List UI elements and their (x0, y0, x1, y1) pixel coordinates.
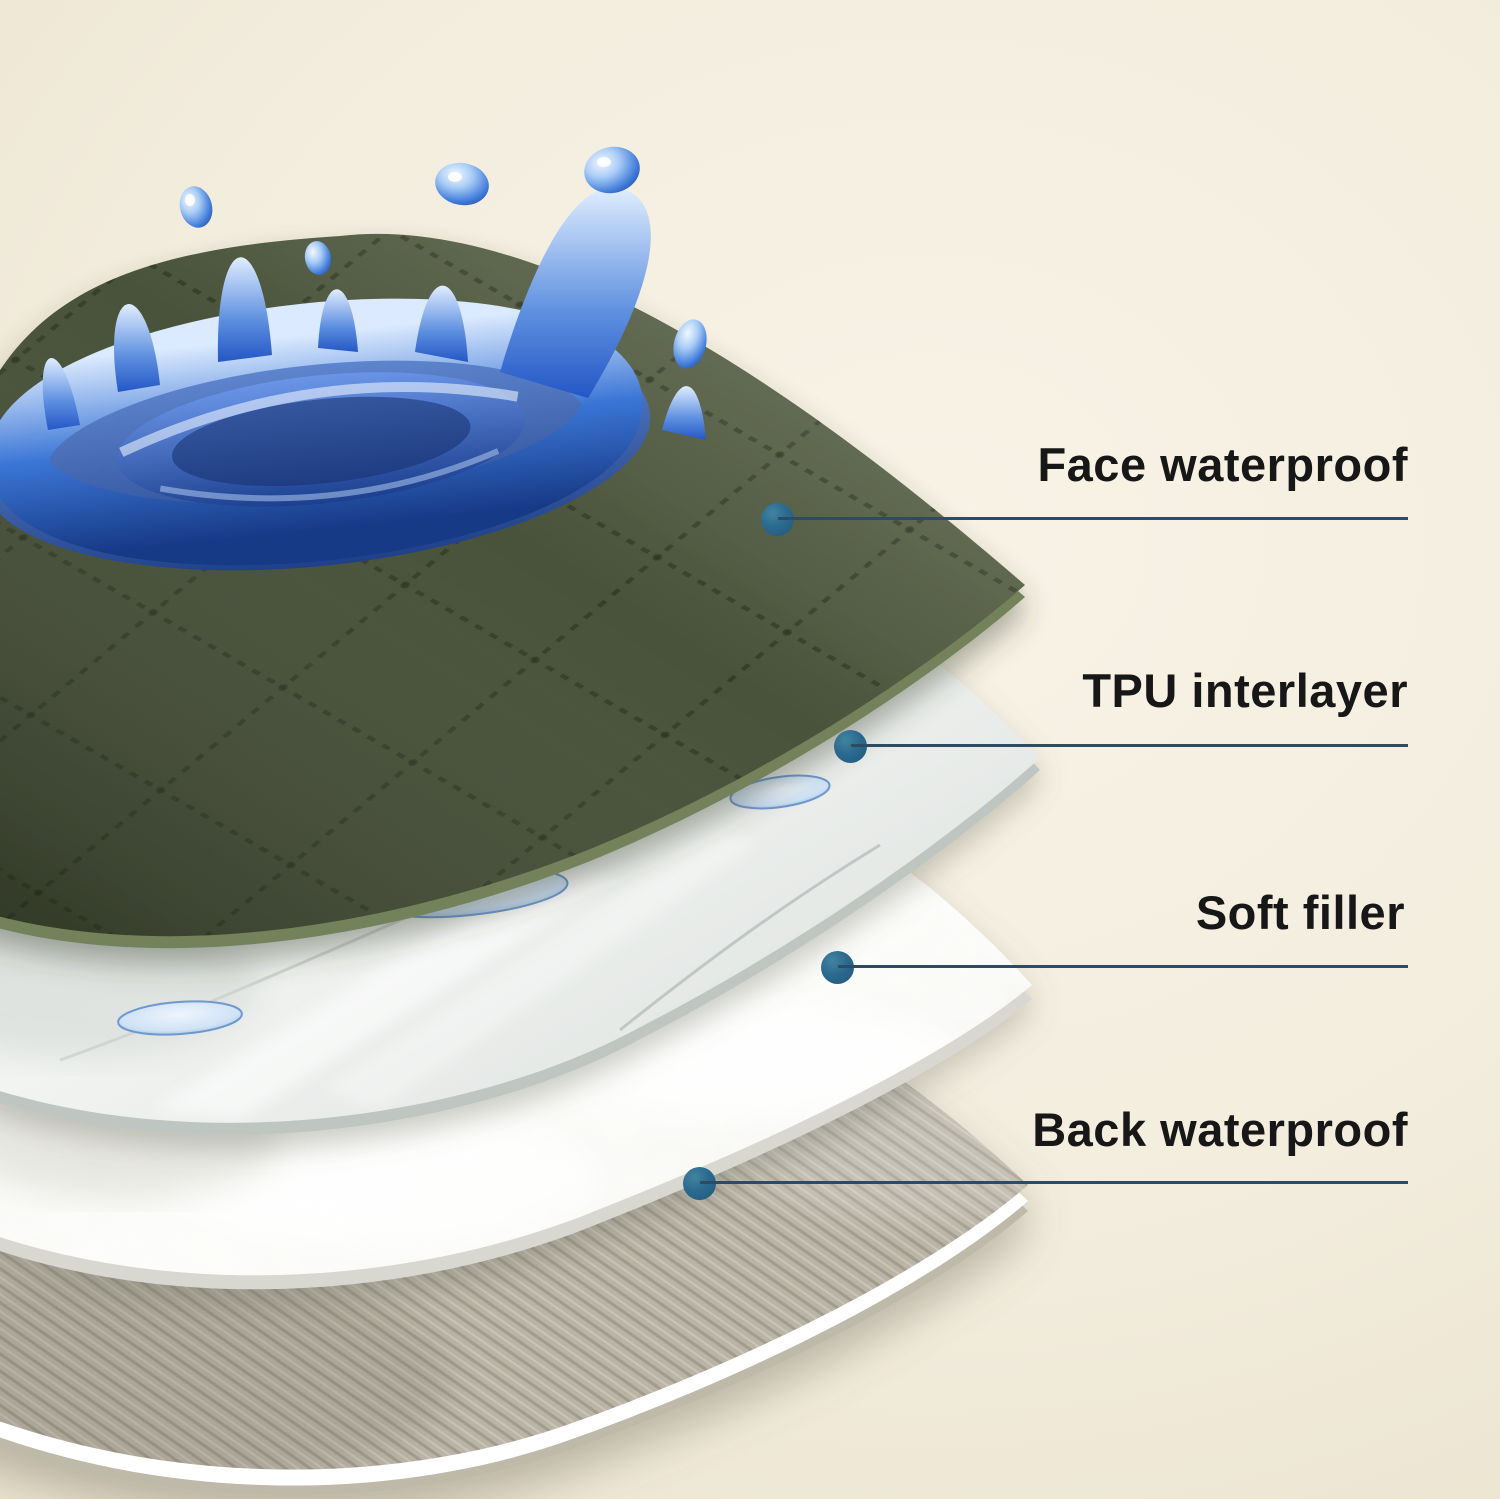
label-face-waterproof: Face waterproof (1037, 438, 1408, 491)
label-back-waterproof: Back waterproof (1032, 1103, 1408, 1156)
label-soft-filler: Soft filler (1195, 886, 1405, 939)
water-splash (0, 146, 707, 571)
leader-line-soft-filler (838, 965, 1408, 968)
leader-line-tpu-interlayer (851, 744, 1408, 747)
leader-line-face-waterproof (778, 517, 1408, 520)
label-tpu-interlayer: TPU interlayer (1082, 664, 1408, 717)
leader-line-back-waterproof (700, 1181, 1408, 1184)
splash-droplets (179, 146, 707, 369)
splash-crown (42, 187, 706, 440)
